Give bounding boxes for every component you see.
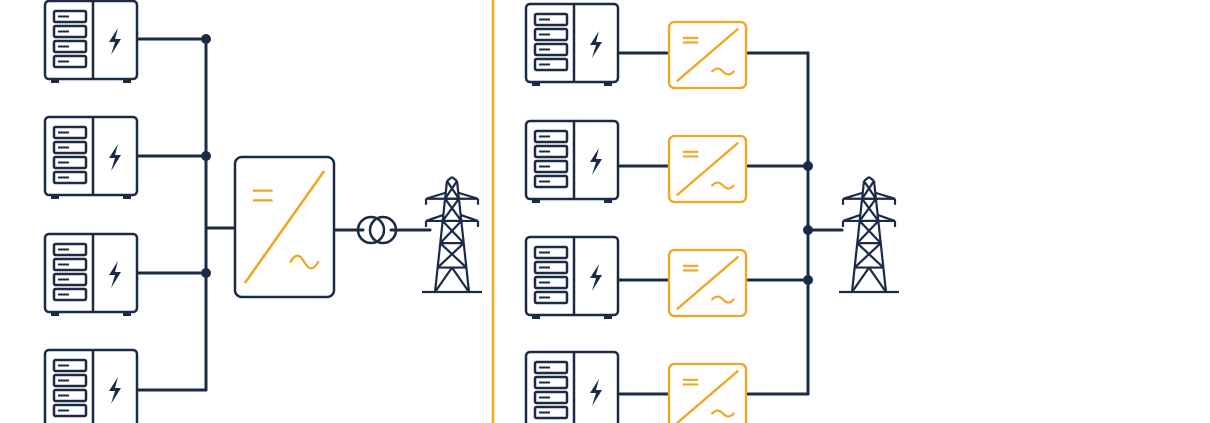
dc-ac-inverter-icon [233, 155, 336, 299]
dc-ac-inverter-icon [667, 134, 748, 204]
dc-ac-inverter-icon [667, 362, 748, 423]
battery-cabinet-icon [43, 0, 139, 83]
wiring-layer [135, 0, 844, 423]
lightning-bolt-icon [109, 28, 121, 55]
lightning-bolt-icon [590, 148, 602, 175]
transmission-tower-icon [839, 176, 899, 294]
dc-ac-inverter-icon [667, 248, 748, 318]
battery-cabinet-icon [43, 348, 139, 423]
battery-cabinet-icon [43, 232, 139, 316]
dc-ac-inverter-icon [667, 20, 748, 90]
junction-dot [201, 34, 211, 44]
battery-cabinet-icon [524, 2, 620, 86]
transmission-tower-icon [422, 176, 482, 294]
junction-dot [201, 151, 211, 161]
junction-dot [201, 268, 211, 278]
lightning-bolt-icon [590, 264, 602, 291]
transformer-icon [356, 215, 398, 245]
battery-cabinet-icon [43, 115, 139, 199]
junction-dot [803, 275, 813, 285]
battery-cabinet-icon [524, 350, 620, 423]
lightning-bolt-icon [109, 144, 121, 171]
lightning-bolt-icon [590, 379, 602, 406]
lightning-bolt-icon [109, 377, 121, 404]
lightning-bolt-icon [590, 31, 602, 58]
lightning-bolt-icon [109, 261, 121, 288]
battery-cabinet-icon [524, 119, 620, 203]
battery-cabinet-icon [524, 235, 620, 319]
junction-dot [803, 161, 813, 171]
devices-layer [43, 0, 899, 423]
